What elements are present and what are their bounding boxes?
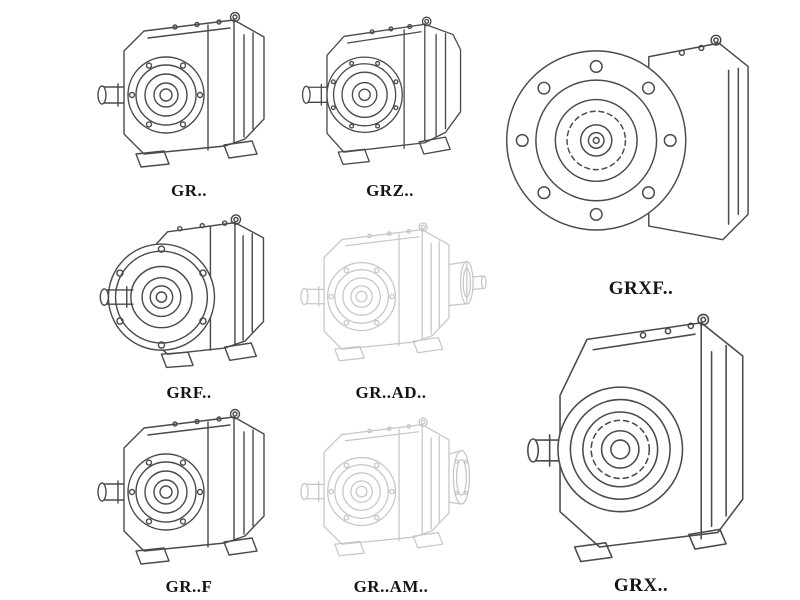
figure-gr-am-label: GR..AM.. xyxy=(353,577,429,596)
figure-gr-ad-label: GR..AD.. xyxy=(355,383,427,402)
gearbox-gr-am-drawing xyxy=(292,402,490,574)
figure-gr-label: GR.. xyxy=(171,181,207,200)
gearbox-grz-drawing xyxy=(301,16,462,166)
figure-gr-f-label: GR..F xyxy=(165,577,213,596)
figure-grf: GRF.. xyxy=(88,206,290,406)
gearbox-gr-f-drawing xyxy=(97,408,265,565)
figure-grxf: GRXF.. xyxy=(495,0,787,302)
figure-grxf-label: GRXF.. xyxy=(608,278,674,299)
figure-gr-am: GR..AM.. xyxy=(292,402,490,600)
gearbox-grf-drawing xyxy=(99,214,265,369)
gearbox-gr-ad-drawing xyxy=(292,206,490,380)
figure-gr-f: GR..F xyxy=(88,402,290,600)
figure-grz: GRZ.. xyxy=(295,4,485,204)
figure-grx-label: GRX.. xyxy=(613,574,669,596)
gearbox-grx-drawing xyxy=(527,313,744,563)
gearbox-grxf-drawing xyxy=(505,34,749,241)
figure-grf-label: GRF.. xyxy=(166,383,212,402)
figure-gr: GR.. xyxy=(88,4,290,204)
figure-grz-label: GRZ.. xyxy=(366,181,414,200)
gearbox-gr-drawing xyxy=(97,11,265,168)
figure-gr-ad: GR..AD.. xyxy=(292,206,490,406)
figure-grx: GRX.. xyxy=(495,302,787,598)
